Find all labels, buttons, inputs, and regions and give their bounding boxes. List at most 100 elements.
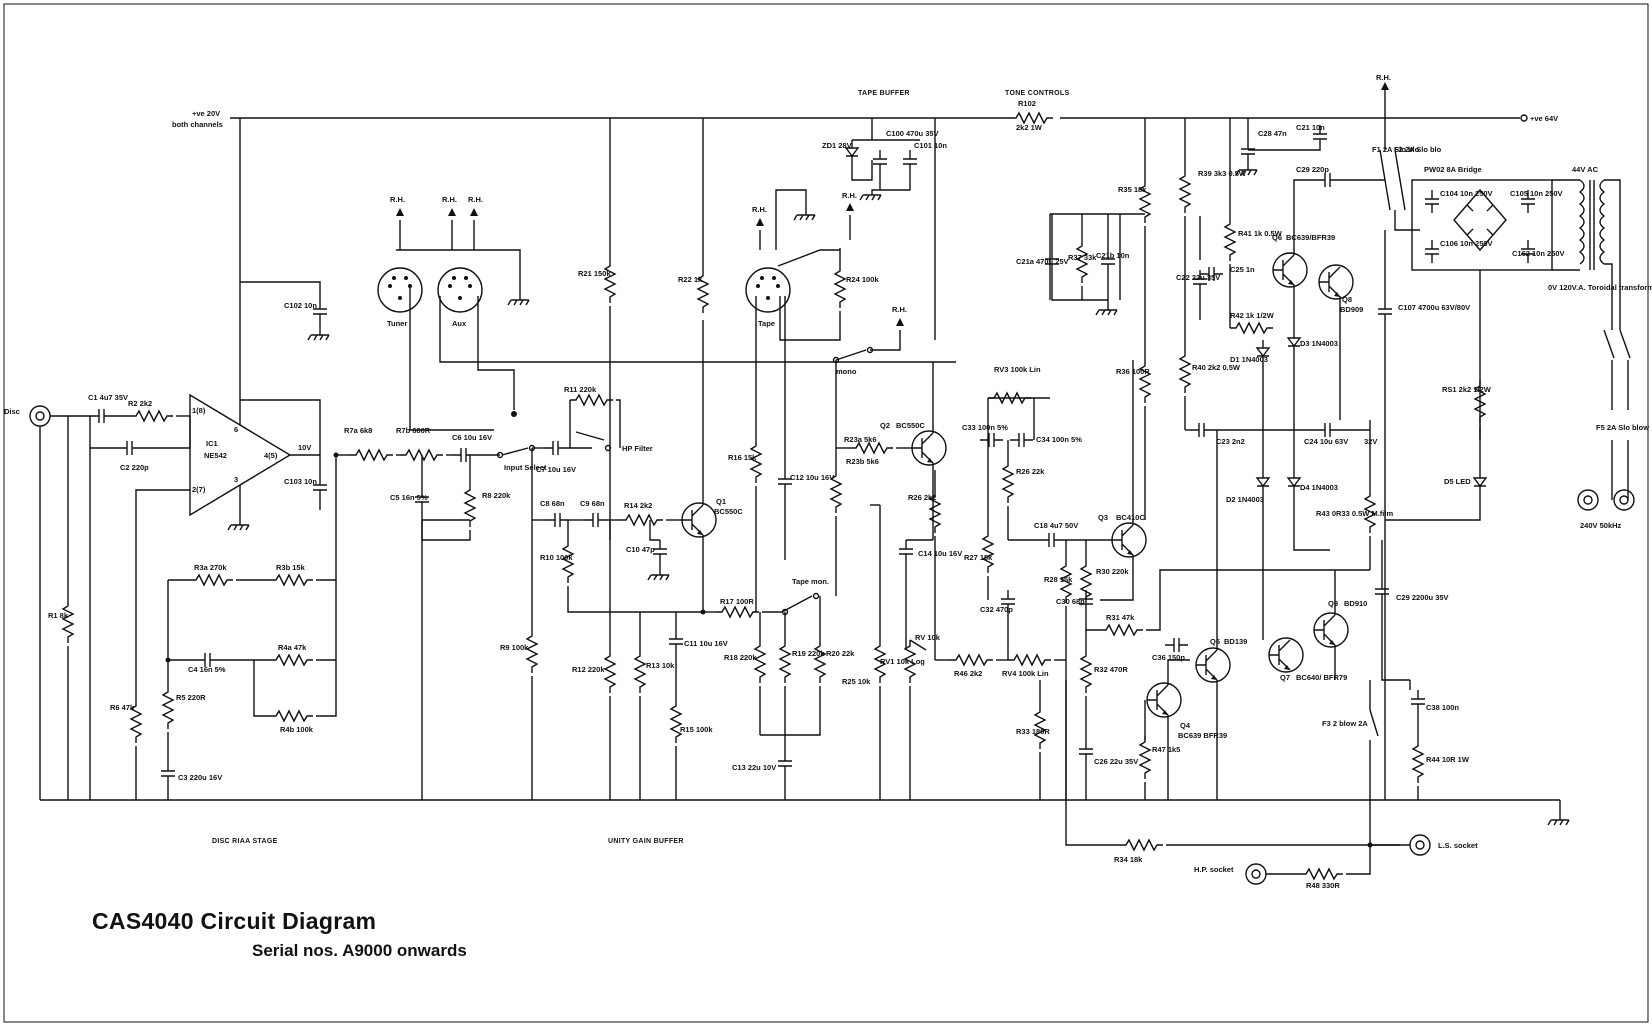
hp-socket: H.P. socket R48 330R — [1194, 845, 1371, 890]
rv3-label: RV3 100k Lin — [994, 365, 1041, 374]
ic1-pin6: 6 — [234, 425, 238, 434]
c21a-label: C21a 470u 25V — [1016, 257, 1069, 266]
c26-label: C26 22u 35V — [1094, 757, 1138, 766]
tape-rh-label-2: R.H. — [842, 191, 857, 200]
r47-label: R47 1k5 — [1152, 745, 1180, 754]
c11-label: C11 10u 16V — [684, 639, 728, 648]
c36-label: C36 150p — [1152, 653, 1185, 662]
rv4-label: RV4 100k Lin — [1002, 669, 1049, 678]
power-amp-driver: R35 18k R36 100R C21a 470u 25V R37 33k C… — [1016, 118, 1377, 800]
r43-label: R43 0R33 0.5W M.film — [1316, 509, 1393, 518]
r17-label: R17 100R — [720, 597, 754, 606]
r30-label: R30 220k — [1096, 567, 1129, 576]
r27-label: R27 15k — [964, 553, 993, 562]
r10-label: R10 100k — [540, 553, 573, 562]
rv1-label: RV1 10k Log — [880, 657, 925, 666]
r31-label: R31 47k — [1106, 613, 1135, 622]
q3-part: BC410C — [1116, 513, 1145, 522]
r21-label: R21 150k — [578, 269, 611, 278]
c18-label: C18 4u7 50V — [1034, 521, 1078, 530]
c14-label: C14 10u 16V — [918, 549, 962, 558]
r23a-label: R23a 5k6 — [844, 435, 877, 444]
c4-label: C4 16n 5% — [188, 665, 226, 674]
bridge-label: PW02 8A Bridge — [1424, 165, 1482, 174]
c106-label: C106 10n 250V — [1440, 239, 1493, 248]
d4-label: D4 1N4003 — [1300, 483, 1338, 492]
diagram-title: CAS4040 Circuit Diagram — [92, 908, 377, 934]
d1-label: D1 1N4003 — [1230, 355, 1268, 364]
r15-label: R15 100k — [680, 725, 713, 734]
r19-label: R19 220k — [792, 649, 825, 658]
power-supply: F1 2A Slo blo F2 2A Slo blo R.H. C107 47… — [1372, 73, 1652, 800]
q8-ref: Q8 — [1342, 295, 1352, 304]
r4a-label: R4a 47k — [278, 643, 307, 652]
c107-label: C107 4700u 63V/80V — [1398, 303, 1470, 312]
r11-label: R11 220k — [564, 385, 597, 394]
r6-label: R6 47k — [110, 703, 135, 712]
c10-label: C10 47p — [626, 545, 655, 554]
c2-label: C2 220p — [120, 463, 149, 472]
c21-label: C21 10n — [1296, 123, 1325, 132]
disc-input: Disc C1 4u7 35V R2 2k2 R1 8k C2 220p — [4, 393, 191, 800]
c7-label: C7 10u 16V — [536, 465, 576, 474]
c32-label: C32 470p — [980, 605, 1013, 614]
disc-socket-label: Disc — [4, 407, 20, 416]
c5-label: C5 16n 5% — [390, 493, 428, 502]
c101-label: C101 10n — [914, 141, 947, 150]
zd1-label: ZD1 28V — [822, 141, 852, 150]
q1-ref: Q1 — [716, 497, 726, 506]
tape-label: Tape — [758, 319, 775, 328]
r32-label: R32 470R — [1094, 665, 1128, 674]
r26b-label: R26 22k — [1016, 467, 1045, 476]
rail-20v-note: both channels — [172, 120, 223, 129]
r37-label: R37 33k — [1068, 253, 1097, 262]
psu-rh-label: R.H. — [1376, 73, 1391, 82]
c38-label: C38 100n — [1426, 703, 1459, 712]
f3-label: F3 2 blow 2A — [1322, 719, 1368, 728]
c6-label: C6 10u 16V — [452, 433, 492, 442]
q2-part: BC550C — [896, 421, 925, 430]
c13-label: C13 22u 10V — [732, 763, 776, 772]
tape-rh-label: R.H. — [752, 205, 767, 214]
r16-label: R16 15k — [728, 453, 757, 462]
d2-label: D2 1N4003 — [1226, 495, 1264, 504]
rv-balance-label: RV 10k — [915, 633, 941, 642]
r44-label: R44 10R 1W — [1426, 755, 1470, 764]
r48-label: R48 330R — [1306, 881, 1340, 890]
r13-label: R13 10k — [646, 661, 675, 670]
section-disc-riaa: DISC RIAA STAGE — [212, 838, 278, 845]
q8-part: BD909 — [1340, 305, 1363, 314]
r18-label: R18 220k — [724, 653, 757, 662]
ic1-pin-out: 4(5) — [264, 451, 278, 460]
tuner-din-socket: Tuner R.H. — [377, 195, 494, 431]
q9-ref: Q9 — [1328, 599, 1338, 608]
c102-label: C102 10n — [284, 301, 317, 310]
q5-part: BD139 — [1224, 637, 1247, 646]
c8-label: C8 68n — [540, 499, 565, 508]
c25-label: C25 1n — [1230, 265, 1255, 274]
r3a-label: R3a 270k — [194, 563, 227, 572]
r12-label: R12 220k — [572, 665, 605, 674]
mono-rh-label: R.H. — [892, 305, 907, 314]
aux-rh-label: R.H. — [442, 195, 457, 204]
q7-ref: Q7 — [1280, 673, 1290, 682]
c100-label: C100 470u 35V — [886, 129, 939, 138]
tape-buffer: mono R.H. R23b 5k6 R23a 5k6 Q2 BC550C C1… — [822, 118, 962, 800]
mains-label: 240V 50kHz — [1580, 521, 1622, 530]
f1-label: F1 2A Slo blo — [1372, 145, 1420, 154]
r25-label: R25 10k — [842, 677, 871, 686]
c9-label: C9 68n — [580, 499, 605, 508]
c3-label: C3 220u 16V — [178, 773, 222, 782]
r14-label: R14 2k2 — [624, 501, 652, 510]
r8-label: R8 220k — [482, 491, 511, 500]
c104-label: C104 10n 250V — [1440, 189, 1493, 198]
mono-label: mono — [836, 367, 857, 376]
tone-controls: R26 2k2 RV 10k R46 2k2 RV3 100k Lin C33 … — [908, 118, 1082, 678]
r46-label: R46 2k2 — [954, 669, 982, 678]
hp-filter-label: HP Filter — [622, 444, 653, 453]
ls-socket-label: L.S. socket — [1438, 841, 1478, 850]
ic1-pin3: 3 — [234, 475, 238, 484]
q2-ref: Q2 — [880, 421, 890, 430]
r35-label: R35 18k — [1118, 185, 1147, 194]
